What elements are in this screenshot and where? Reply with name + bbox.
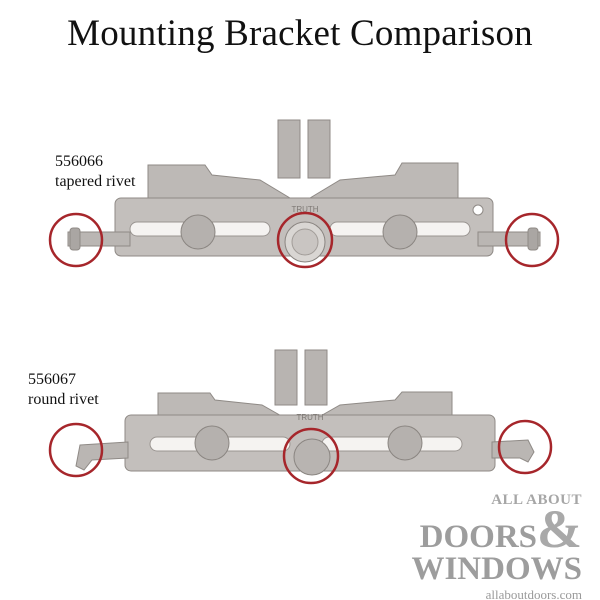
highlight-circle: [48, 422, 104, 478]
highlight-circle: [282, 427, 340, 485]
bracket-2-description: round rivet: [28, 391, 99, 408]
logo-ampersand: &: [537, 499, 582, 559]
watermark-logo: ALL ABOUT DOORS& WINDOWS allaboutdoors.c…: [392, 492, 582, 600]
bracket-2-part-number: 556067: [28, 371, 76, 388]
logo-line-1: ALL ABOUT: [491, 492, 582, 508]
highlight-circle: [497, 419, 553, 475]
bracket-556066: TRUTH: [48, 119, 560, 269]
logo-line-2: DOORS&: [392, 502, 582, 556]
bracket-1-part-number: 556066: [55, 153, 103, 170]
bracket-1-description: tapered rivet: [55, 173, 136, 190]
highlight-circle: [48, 212, 104, 268]
bracket-2-stamp: TRUTH: [296, 413, 323, 422]
logo-line-3: WINDOWS: [411, 551, 582, 587]
highlight-circle: [276, 211, 334, 269]
bracket-1-label: 556066 tapered rivet: [55, 152, 135, 192]
bracket-2-label: 556067 round rivet: [28, 370, 99, 410]
page-title: Mounting Bracket Comparison: [67, 13, 533, 54]
bracket-556067: TRUTH: [48, 349, 553, 485]
logo-url: allaboutdoors.com: [485, 587, 582, 600]
bracket-1-stamp: TRUTH: [291, 205, 318, 214]
logo-doors: DOORS: [419, 519, 538, 555]
highlight-circle: [504, 212, 560, 268]
